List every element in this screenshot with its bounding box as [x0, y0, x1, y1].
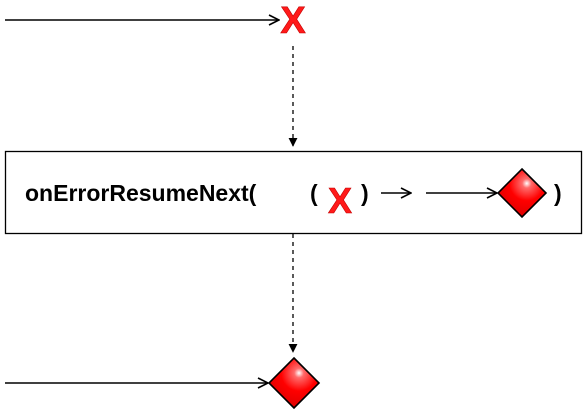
outer-close-paren: ) [554, 180, 562, 206]
result-timeline [5, 356, 321, 410]
operator-box: onErrorResumeNext( ( X ) ) [4, 150, 583, 235]
resume-item-diamond-icon [496, 167, 548, 219]
operator-label: onErrorResumeNext( [25, 180, 257, 206]
source-error-icon: X [280, 0, 306, 42]
inner-open-paren: ( [310, 180, 318, 206]
inner-error-icon: X [328, 180, 352, 221]
result-item-diamond-icon [267, 356, 321, 410]
inner-close-paren: ) [361, 180, 369, 206]
source-timeline: X [5, 0, 307, 42]
